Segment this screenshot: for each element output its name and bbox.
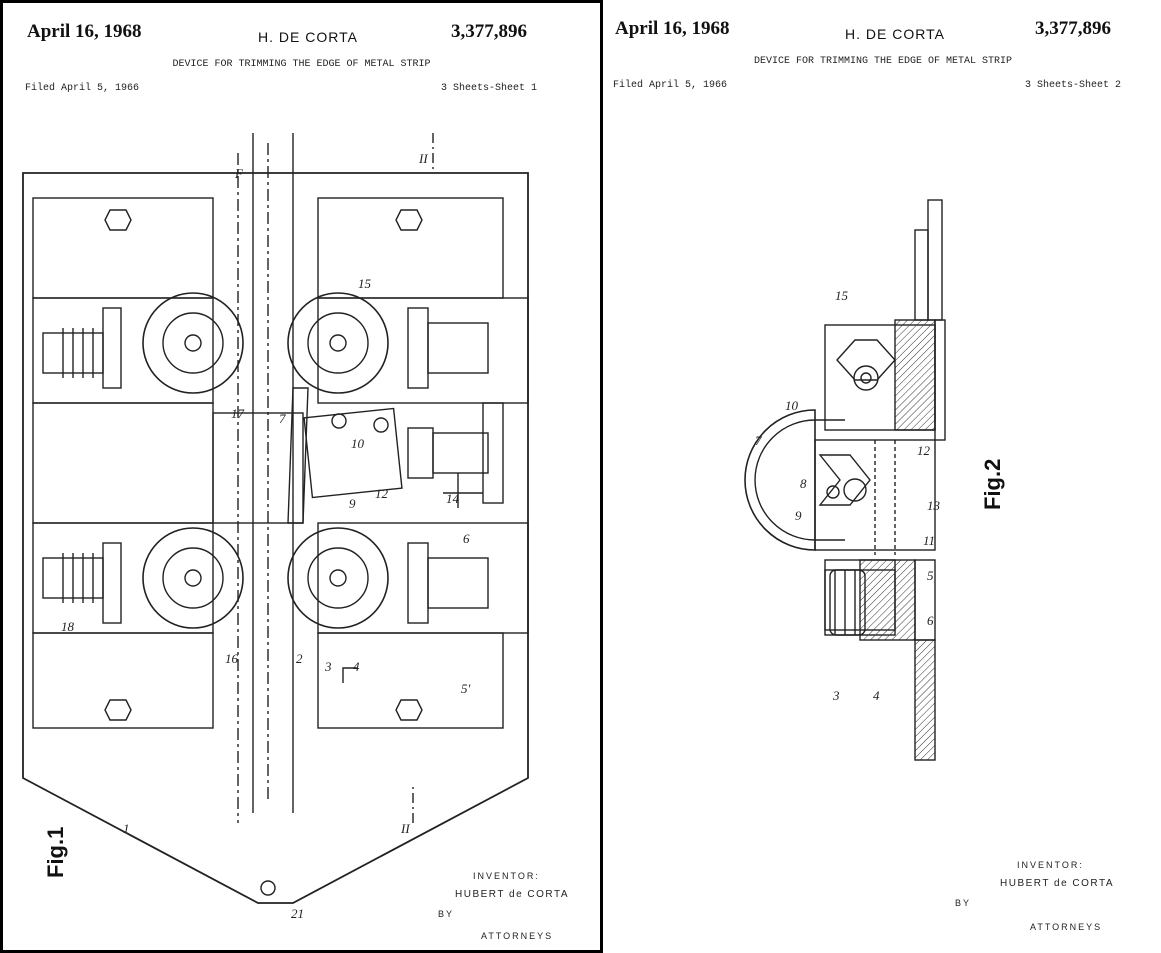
ref-numeral-11: 11	[923, 533, 935, 548]
attorneys-label: ATTORNEYS	[481, 931, 554, 941]
ref-numeral-10: 10	[785, 398, 799, 413]
figure-2-drawing: 15 10 7 12 8 9 13 11 5 6 3 4 Fig.2	[744, 199, 1005, 761]
ref-numeral-12: 12	[375, 486, 389, 501]
section-label-bottom: II	[400, 821, 410, 836]
filed-date: Filed April 5, 1966	[613, 80, 728, 91]
ref-numeral-18: 18	[61, 619, 75, 634]
ref-numeral-21: 21	[291, 906, 304, 921]
filed-date: Filed April 5, 1966	[25, 83, 140, 94]
ref-numeral-4: 4	[353, 659, 360, 674]
by-label: BY	[955, 898, 972, 908]
inventor-label: INVENTOR:	[473, 871, 540, 881]
patent-title: DEVICE FOR TRIMMING THE EDGE OF METAL ST…	[753, 56, 1013, 67]
ref-numeral-4: 4	[873, 688, 880, 703]
ref-numeral-5: 5	[927, 568, 934, 583]
figure-label: Fig.1	[43, 827, 68, 878]
patent-date: April 16, 1968	[27, 21, 142, 42]
patent-sheet-1: April 16, 1968 H. DE CORTA 3,377,896 DEV…	[0, 0, 603, 953]
ref-numeral-2: 2	[296, 651, 303, 666]
ref-numeral-12: 12	[917, 443, 931, 458]
inventor-short-name: H. DE CORTA	[258, 29, 358, 45]
ref-numeral-3: 3	[324, 659, 332, 674]
sheet-number: 3 Sheets-Sheet 1	[441, 83, 538, 94]
sheet-number: 3 Sheets-Sheet 2	[1025, 80, 1122, 91]
inventor-name: HUBERT de CORTA	[1000, 878, 1115, 889]
inventor-name: HUBERT de CORTA	[455, 889, 570, 900]
patent-number: 3,377,896	[451, 21, 527, 42]
ref-numeral-5-prime: 5'	[461, 681, 471, 696]
inventor-label: INVENTOR:	[1017, 860, 1084, 870]
patent-number: 3,377,896	[1035, 18, 1111, 39]
ref-numeral-3: 3	[832, 688, 840, 703]
patent-sheet-2: April 16, 1968 H. DE CORTA 3,377,896 DEV…	[605, 0, 1161, 953]
by-label: BY	[438, 909, 455, 919]
ref-numeral-14: 14	[446, 491, 460, 506]
patent-date: April 16, 1968	[615, 18, 730, 39]
ref-numeral-16: 16	[225, 651, 239, 666]
ref-numeral-17: 17	[231, 406, 245, 421]
ref-numeral-10: 10	[351, 436, 365, 451]
ref-numeral-1: 1	[123, 821, 130, 836]
section-label-top: II	[418, 151, 428, 166]
ref-numeral-15: 15	[358, 276, 372, 291]
ref-numeral-8: 8	[800, 476, 807, 491]
ref-numeral-13: 13	[927, 498, 941, 513]
ref-numeral-6: 6	[927, 613, 934, 628]
ref-numeral-7: 7	[279, 411, 286, 426]
ref-numeral-7: 7	[755, 433, 762, 448]
attorneys-label: ATTORNEYS	[1030, 922, 1103, 932]
figure-label: Fig.2	[980, 459, 1005, 510]
figure-1-drawing: F II II 1 2 3 4 5' 6 7 9 10 12 14 15 16 …	[22, 133, 529, 921]
ref-numeral-9: 9	[795, 508, 802, 523]
ref-numeral-15: 15	[835, 288, 849, 303]
ref-numeral-9: 9	[349, 496, 356, 511]
inventor-short-name: H. DE CORTA	[845, 26, 945, 42]
patent-title: DEVICE FOR TRIMMING THE EDGE OF METAL ST…	[172, 59, 431, 70]
flow-label: F	[234, 166, 244, 181]
ref-numeral-6: 6	[463, 531, 470, 546]
